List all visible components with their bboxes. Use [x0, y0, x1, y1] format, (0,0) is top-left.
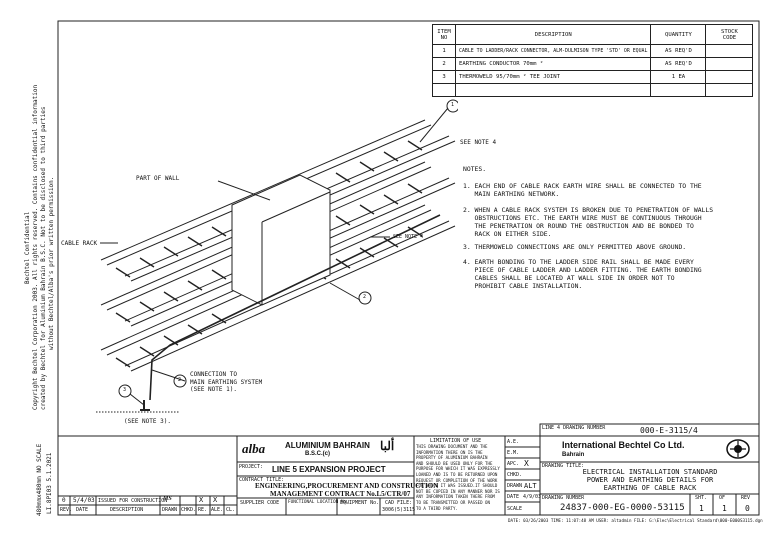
notes-title: NOTES.: [463, 165, 487, 173]
signoff-date-value: 4/9/03: [523, 494, 542, 500]
drawing-title-line2: POWER AND EARTHING DETAILS FOR: [586, 476, 714, 484]
note-2: 2. WHEN A CABLE RACK SYSTEM IS BROKEN DU…: [463, 206, 714, 238]
label-connection-line1: CONNECTION TO: [190, 371, 237, 378]
bom-header-code: CODE: [722, 34, 737, 41]
balloon-2: 2: [363, 294, 367, 300]
functional-location-label: FUNCTIONAL LOCATION No.: [288, 500, 349, 505]
alba-arabic-logo: ألبا: [380, 439, 395, 453]
bom-header-item: ITEM: [437, 28, 451, 35]
signoff-em: E.M.: [507, 450, 520, 456]
note-1: 1. EACH END OF CABLE RACK EARTH WIRE SHA…: [463, 182, 702, 198]
note-4: 4. EARTH BONDING TO THE LADDER SIDE RAIL…: [463, 258, 702, 290]
drawing-number: 24837-000-EG-0000-53115: [560, 503, 685, 513]
ref-drawing-number: 000-E-3115/4: [640, 426, 698, 435]
note-3: 3. THERMOWELD CONNECTIONS ARE ONLY PERMI…: [463, 243, 687, 251]
label-see-note-3: (SEE NOTE 3).: [124, 418, 171, 425]
sheet-label: SHT.: [695, 495, 708, 501]
label-connection-line2: MAIN EARTHING SYSTEM: [190, 378, 263, 386]
project-label: PROJECT:: [239, 464, 264, 470]
signoff-drawn: DRAWN: [507, 483, 523, 489]
wall-section: [231, 174, 331, 306]
cable-rack-drawing: [96, 99, 458, 413]
of-value: 1: [722, 504, 727, 513]
rev-label: REV: [741, 495, 751, 501]
revision-header-drawn: DRAWN: [162, 507, 178, 513]
bom-header-stock: STOCK: [721, 28, 738, 35]
label-part-of-wall: PART OF WALL: [136, 175, 180, 182]
company-name: International Bechtel Co Ltd.: [562, 440, 685, 450]
bom-row: 1 CABLE TO LADDER/RACK CONNECTOR, ALM-DU…: [432, 44, 754, 58]
signoff-apc: APC.: [507, 461, 520, 467]
balloon-2: 2: [178, 377, 182, 383]
drawing-title-label: DRAWING TITLE:: [542, 463, 585, 469]
label-see-note-4: SEE NOTE 4: [460, 139, 497, 146]
revision-header-re: RE.: [198, 507, 208, 513]
revision-header-date: DATE: [76, 507, 89, 513]
revision-header-chkd: CHKD.: [181, 507, 197, 513]
revision-description: ISSUED FOR CONSTRUCTION: [98, 498, 168, 504]
signoff-apc-value: X: [524, 459, 529, 468]
plot-footer: DATE: 03/26/2003 TIME: 11:07:48 AM USER:…: [508, 518, 763, 523]
drawing-title-line1: ELECTRICAL INSTALLATION STANDARD: [582, 468, 718, 476]
revision-drawn: MS: [163, 496, 172, 502]
label-see-note-4: SEE NOTE 4: [393, 234, 424, 240]
contract-line2: MANAGEMENT CONTRACT No.L5/CTR/07: [270, 490, 411, 498]
label-connection-line3: (SEE NOTE 1).: [190, 386, 237, 393]
earth-wire: [149, 214, 441, 401]
revision-date: 5/4/03: [73, 497, 95, 504]
revision-ale: X: [213, 496, 218, 504]
rev-value: 0: [745, 504, 750, 513]
sheet-value: 1: [699, 504, 704, 513]
label-connection: CONNECTION TO MAIN EARTHING SYSTEM (SEE …: [190, 371, 262, 394]
balloon-1: 1: [451, 102, 455, 108]
signoff-drawn-value: ALT: [524, 482, 537, 490]
label-cable-rack: CABLE RACK: [61, 240, 98, 247]
equipment-no-label: EQUIPMENT No.: [340, 500, 380, 506]
signoff-chkd: CHKD.: [507, 472, 523, 478]
revision-header-cl: CL.: [226, 507, 236, 513]
bom-header-no: NO: [440, 34, 448, 41]
revision-header-rev: REV.: [60, 507, 73, 513]
contract-label: CONTRACT TITLE:: [239, 477, 285, 483]
revision-header-description: DESCRIPTION: [110, 507, 144, 513]
balloon-3: 3: [123, 387, 127, 393]
alba-logo: alba: [242, 441, 266, 456]
cad-file: 3006(5)3115: [382, 507, 416, 513]
cad-file-label: CAD FILE:: [385, 500, 413, 506]
drawing-number-label: DRAWING NUMBER: [542, 495, 585, 501]
limitation-text: THIS DRAWING DOCUMENT AND THE INFORMATIO…: [416, 444, 500, 511]
contract-line1: ENGINEERING,PROCUREMENT AND CONSTRUCTION: [255, 482, 439, 490]
signoff-ae: A.E.: [507, 439, 520, 445]
bechtel-logo-icon: [726, 439, 750, 459]
project-title: LINE 5 EXPANSION PROJECT: [272, 465, 386, 474]
supplier-code-label: SUPPLIER CODE: [240, 500, 280, 506]
signoff-scale: SCALE: [507, 506, 523, 512]
drawing-title-line3: EARTHING OF CABLE RACK: [603, 484, 697, 492]
revision-header-ale: ALE.: [211, 507, 224, 513]
limitation-title: LIMITATION OF USE: [430, 438, 482, 444]
alba-sub: B.S.C.(c): [305, 451, 331, 457]
ref-drawing-label: LINE 4 DRAWING NUMBER: [542, 425, 606, 431]
revision-re: X: [199, 496, 204, 504]
signoff-date: DATE: [507, 494, 520, 500]
alba-name: ALUMINIUM BAHRAIN: [285, 441, 370, 450]
revision-rev: 0: [62, 497, 66, 504]
of-label: OF: [719, 495, 726, 501]
company-location: Bahrain: [562, 452, 585, 458]
